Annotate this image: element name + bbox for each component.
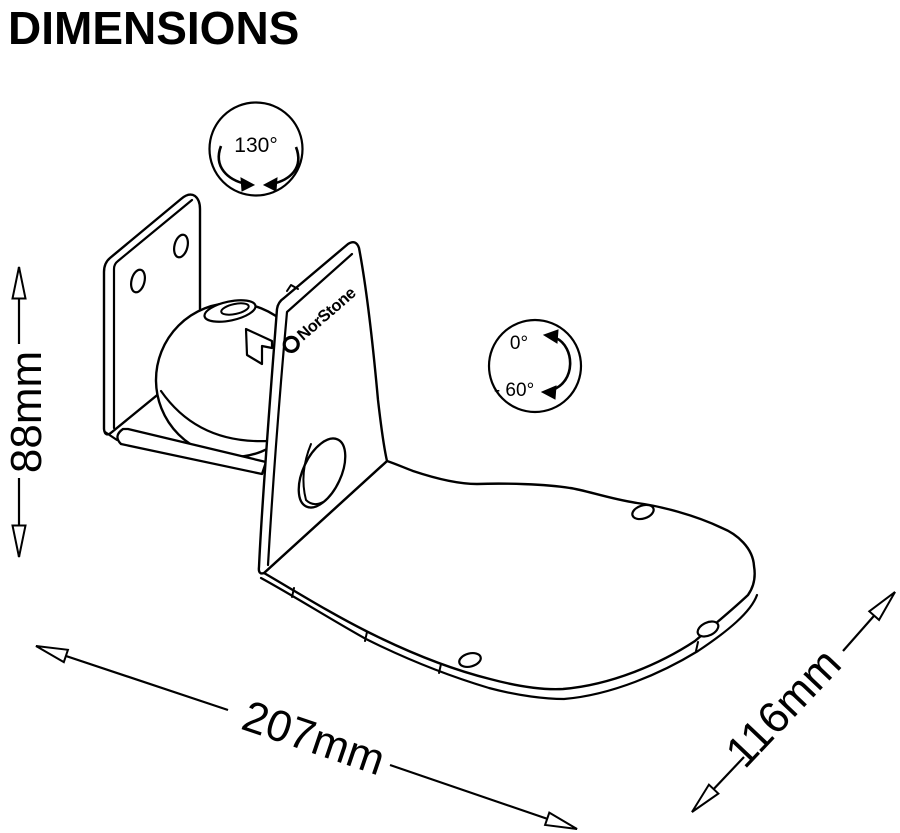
shelf-rim-tick — [438, 663, 442, 674]
shelf-screw-hole — [631, 503, 655, 521]
clamp-jaw — [244, 327, 274, 366]
shelf-thickness-rim — [259, 576, 759, 701]
bracket-arm — [257, 241, 389, 575]
arm-face — [257, 241, 389, 575]
shelf — [259, 459, 759, 701]
clamp-strut — [116, 427, 268, 476]
tilt-arc-arrow-head-bottom — [540, 385, 557, 400]
wall-plate-screw-hole — [173, 233, 189, 259]
tilt-angle-badge: 0° - 60° — [487, 318, 583, 414]
wall-plate-bottom-edge — [103, 430, 119, 442]
norstone-logo-ring-icon — [282, 335, 300, 353]
dimension-height: 88mm — [2, 266, 51, 558]
width-dim-label: 207mm — [236, 691, 391, 785]
swivel-angle-label: 130° — [234, 134, 277, 157]
tilt-max-label: 0° — [510, 333, 528, 354]
wall-plate-thickness-edge — [112, 198, 194, 430]
width-dim-line-right — [389, 763, 578, 831]
shelf-screw-hole — [458, 652, 482, 668]
width-dim-line-left — [35, 644, 229, 712]
swivel-badge-circle — [208, 101, 304, 197]
depth-dim-line-bottom — [691, 756, 745, 813]
shelf-rim-tick — [291, 587, 295, 598]
arm-cable-hole-inner-rim — [302, 443, 324, 506]
height-dim-label: 88mm — [2, 351, 51, 473]
swivel-arrow-left-head — [240, 177, 256, 192]
page-title: DIMENSIONS — [8, 2, 300, 54]
depth-dim-line-top — [842, 591, 896, 652]
swivel-arrow-right-head — [262, 177, 278, 192]
tilt-badge-circle — [487, 318, 583, 414]
wall-plate-screw-hole — [130, 268, 146, 294]
tilt-arc-arrow — [551, 336, 572, 392]
shelf-rim-tick — [695, 641, 699, 652]
ball-seam-line — [159, 389, 270, 443]
shelf-screw-hole — [696, 620, 720, 638]
shelf-top-face — [262, 459, 756, 691]
depth-dim-label: 116mm — [716, 639, 850, 777]
arm-thickness-edge — [266, 252, 354, 567]
dimension-depth: 116mm — [691, 591, 896, 813]
shelf-rim-tick — [364, 631, 368, 642]
tilt-arc-arrow-head-top — [542, 329, 559, 344]
swivel-angle-badge: 130° — [208, 101, 304, 197]
arm-top-notch — [286, 284, 299, 292]
ball-top-slot-inner — [220, 302, 250, 316]
tilt-min-label: - 60° — [494, 380, 534, 401]
